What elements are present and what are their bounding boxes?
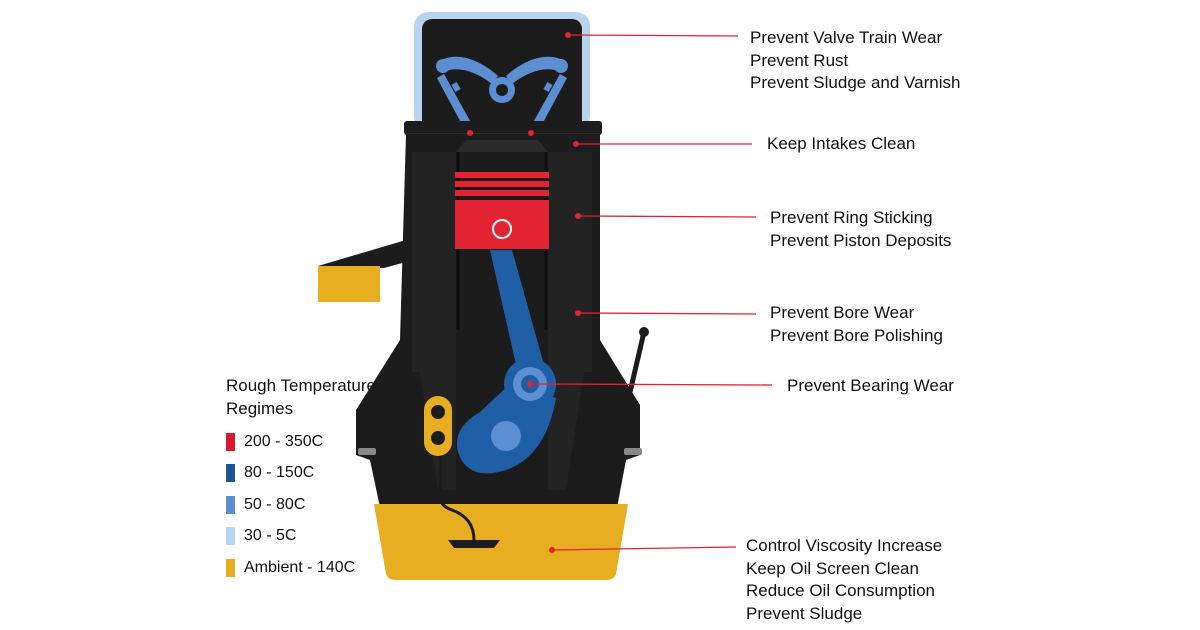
legend-swatch	[226, 432, 235, 451]
legend-title: Rough Temperature Regimes	[226, 376, 376, 418]
valve-train	[436, 56, 568, 132]
intake-manifold	[318, 240, 406, 302]
callout-dots	[467, 32, 581, 553]
dipstick	[595, 327, 649, 531]
legend-item: 80 - 150C	[226, 458, 376, 490]
callout-leaders	[529, 34, 773, 551]
connecting-rod	[490, 250, 546, 382]
callout-bore: Prevent Bore Wear Prevent Bore Polishing	[770, 303, 943, 345]
oil-pan	[374, 504, 628, 580]
combustion-chamber	[456, 140, 548, 152]
cylinder-head	[404, 121, 602, 135]
legend-swatch	[226, 527, 235, 546]
legend-swatch	[226, 558, 235, 577]
oil-pickup	[438, 398, 500, 548]
legend-item: Ambient - 140C	[226, 552, 376, 584]
legend-item: 30 - 5C	[226, 521, 376, 553]
piston	[455, 172, 549, 249]
callout-oil-pan: Control Viscosity Increase Keep Oil Scre…	[746, 536, 943, 623]
callout-intakes: Keep Intakes Clean	[767, 134, 916, 153]
pan-bolts	[358, 448, 642, 455]
legend-swatch	[226, 495, 235, 514]
callout-piston: Prevent Ring Sticking Prevent Piston Dep…	[770, 208, 952, 250]
callout-bearing: Prevent Bearing Wear	[787, 376, 954, 395]
legend-item: 200 - 350C	[226, 426, 376, 458]
temperature-legend: Rough Temperature Regimes 200 - 350C 80 …	[226, 374, 376, 584]
legend-swatch	[226, 464, 235, 483]
callout-valve-train: Prevent Valve Train Wear Prevent Rust Pr…	[750, 28, 961, 92]
oil-pump	[424, 396, 452, 456]
legend-item: 50 - 80C	[226, 489, 376, 521]
